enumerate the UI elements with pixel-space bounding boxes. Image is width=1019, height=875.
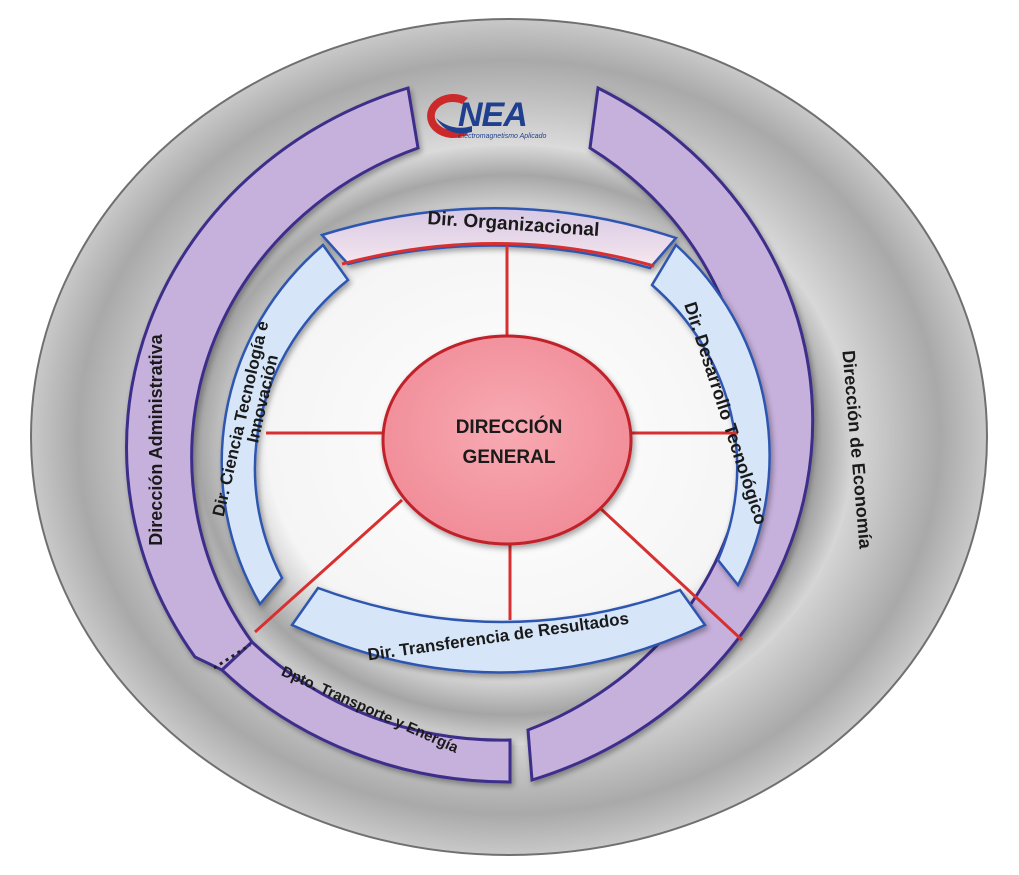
label-direccion-administrativa: Dirección Administrativa xyxy=(146,333,166,545)
logo-swoosh-blue xyxy=(436,118,472,134)
inner-arc-bottom xyxy=(290,586,707,674)
outer-arc-left xyxy=(125,86,420,672)
center-title-line1: DIRECCIÓN xyxy=(456,416,563,438)
cnea-logo: NEA Electromagnetismo Aplicado xyxy=(427,94,547,140)
logo-tagline: Electromagnetismo Aplicado xyxy=(458,133,547,140)
inner-arc-top xyxy=(319,207,679,270)
inner-arc-left xyxy=(220,243,350,607)
dotted-separator xyxy=(213,643,251,670)
connector-lines xyxy=(253,246,744,642)
inner-arc-right xyxy=(650,243,771,588)
center-title-line2: GENERAL xyxy=(463,447,556,468)
center-node xyxy=(381,334,633,546)
top-arc-red-edge xyxy=(341,242,655,268)
connector-diag-right xyxy=(598,506,744,642)
logo-swoosh-red xyxy=(427,94,468,138)
connector-diag-left xyxy=(253,498,404,634)
logo-wordmark: NEA xyxy=(458,96,527,134)
outer-arc-bottom-left xyxy=(219,639,512,784)
